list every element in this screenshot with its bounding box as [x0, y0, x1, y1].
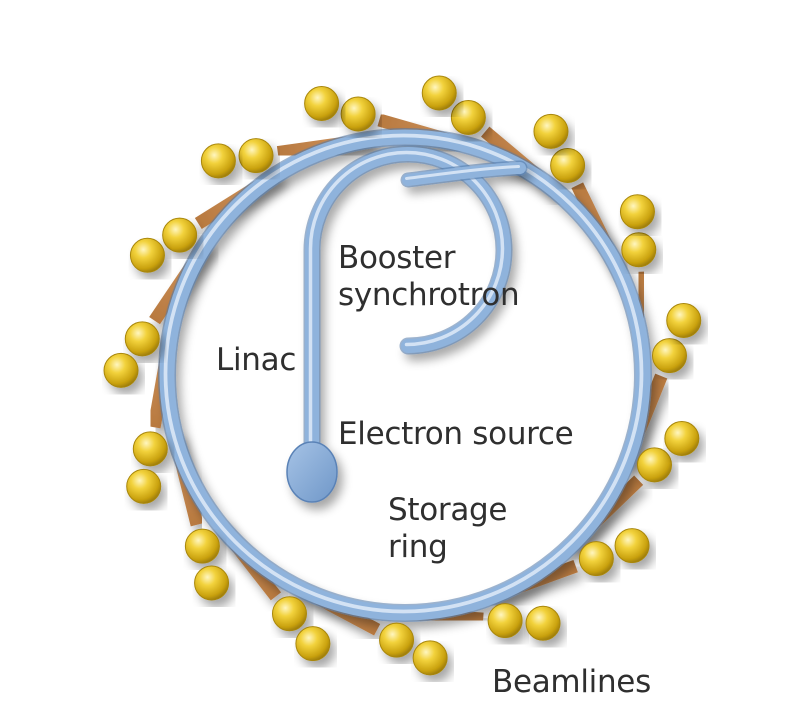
beamline-10-station-2 [412, 640, 448, 676]
beamline-8-station-1 [578, 541, 614, 577]
beamline-2-station-2 [304, 85, 340, 121]
beamline-10-station-1 [379, 622, 415, 658]
beamline-9-station-1 [487, 603, 523, 639]
beamline-4-station-1 [550, 148, 586, 184]
beamline-2-station-1 [340, 96, 376, 132]
beamline-12-station-1 [184, 528, 220, 564]
beamline-3-station-2 [421, 75, 457, 111]
beamline-15-station-1 [162, 217, 198, 253]
storage-ring [158, 128, 653, 622]
beamlines-label: Beamlines [492, 664, 651, 700]
beamline-5-station-2 [619, 194, 655, 230]
transfer-line [400, 160, 528, 188]
beamline-13-station-2 [126, 468, 162, 504]
beamline-1-station-1 [238, 138, 274, 174]
beamline-14-station-2 [103, 352, 139, 388]
stations [103, 75, 702, 676]
storage-ring-label: Storage ring [388, 492, 508, 566]
electron-source [286, 441, 338, 503]
beamline-5-station-1 [621, 232, 657, 268]
beamline-11-station-1 [271, 596, 307, 632]
booster-label-line1: Booster [338, 240, 456, 276]
beamline-7-station-1 [636, 447, 672, 483]
electron-source-label: Electron source [338, 416, 574, 452]
beamline-6-station-1 [651, 338, 687, 374]
storage-label-line2: ring [388, 529, 448, 565]
beamline-1-station-2 [200, 143, 236, 179]
booster-group [286, 145, 528, 503]
beamline-8-station-2 [614, 528, 650, 564]
beamline-14-station-1 [124, 321, 160, 357]
linac-label: Linac [216, 342, 297, 378]
beamline-4-station-2 [533, 113, 569, 149]
beamline-12-station-2 [194, 565, 230, 601]
beamline-3-station-1 [450, 99, 486, 135]
storage-ring-group [158, 128, 653, 622]
beamline-13-station-1 [132, 431, 168, 467]
beamline-9-station-2 [525, 605, 561, 641]
beamline-11-station-2 [295, 626, 331, 662]
booster-label-line2: synchrotron [338, 277, 520, 313]
booster-synchrotron-label: Booster synchrotron [338, 240, 520, 314]
storage-label-line1: Storage [388, 492, 508, 528]
beamline-6-station-2 [666, 302, 702, 338]
beamline-7-station-2 [664, 421, 700, 457]
beamline-15-station-2 [129, 237, 165, 273]
